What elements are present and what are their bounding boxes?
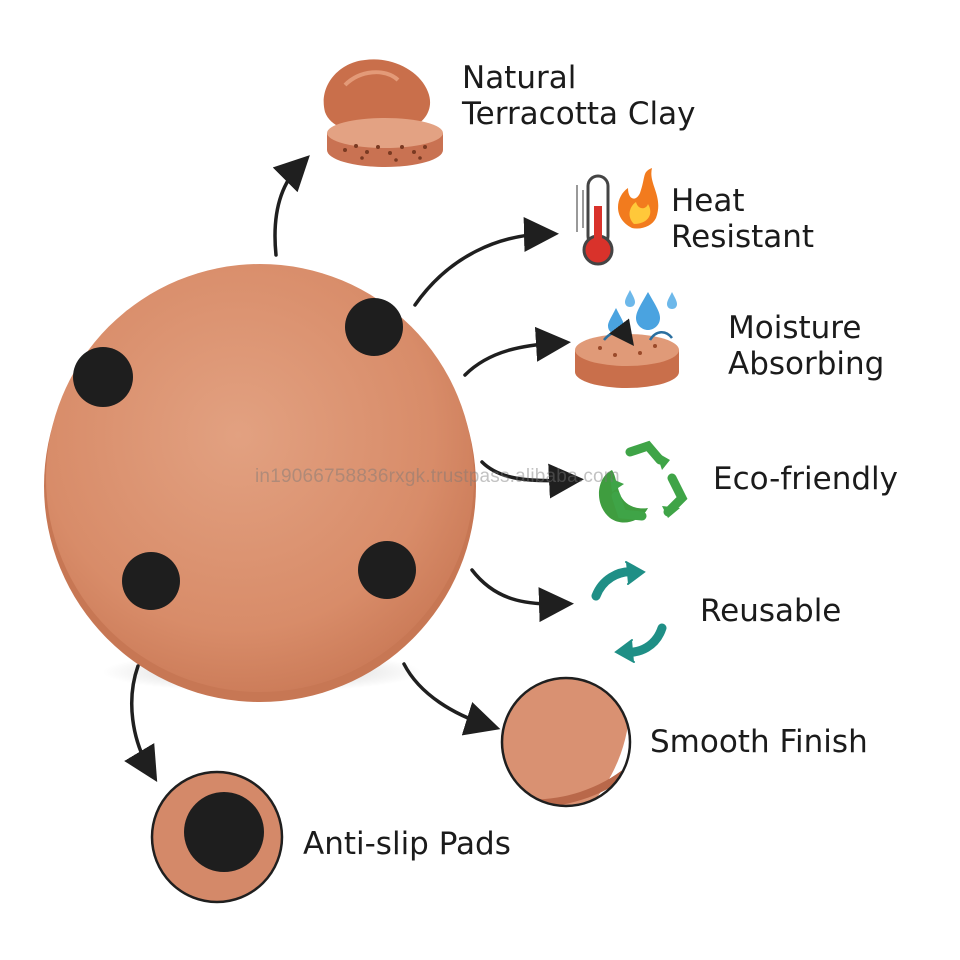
watermark-text: in19066758836rxgk.trustpass.alibaba.com bbox=[255, 466, 620, 487]
feature-label-smooth-finish: Smooth Finish bbox=[650, 724, 868, 760]
water-drops-disc-icon bbox=[575, 290, 679, 388]
feature-label-moisture-absorbing: Moisture Absorbing bbox=[728, 310, 885, 382]
main-coaster bbox=[44, 264, 476, 702]
anti-slip-pad bbox=[358, 541, 416, 599]
arrow-pads bbox=[124, 664, 158, 783]
arrow-heat bbox=[413, 216, 559, 307]
feature-label-reusable: Reusable bbox=[700, 593, 842, 629]
arrow-moisture bbox=[463, 326, 571, 377]
connector-arrows bbox=[124, 155, 584, 783]
feature-label-anti-slip-pads: Anti-slip Pads bbox=[303, 826, 511, 862]
feature-label-natural-terracotta-clay: Natural Terracotta Clay bbox=[462, 60, 696, 132]
anti-slip-pad bbox=[122, 552, 180, 610]
anti-slip-pad bbox=[73, 347, 133, 407]
thermometer-flame-icon bbox=[576, 168, 659, 266]
pad-closeup-icon bbox=[150, 770, 284, 904]
arrow-clay bbox=[272, 155, 310, 257]
arrow-eco bbox=[480, 460, 584, 499]
clay-rock-and-disc-icon bbox=[323, 59, 443, 167]
recycle-leaf-icon bbox=[598, 440, 688, 523]
feature-label-heat-resistant: Heat Resistant bbox=[671, 183, 815, 255]
refresh-arrows-icon bbox=[591, 561, 667, 663]
arrow-reusable bbox=[470, 568, 574, 623]
arrow-smooth bbox=[402, 662, 501, 736]
feature-label-eco-friendly: Eco-friendly bbox=[713, 461, 898, 497]
anti-slip-pad bbox=[345, 298, 403, 356]
coaster-edge-closeup-icon bbox=[500, 676, 632, 808]
